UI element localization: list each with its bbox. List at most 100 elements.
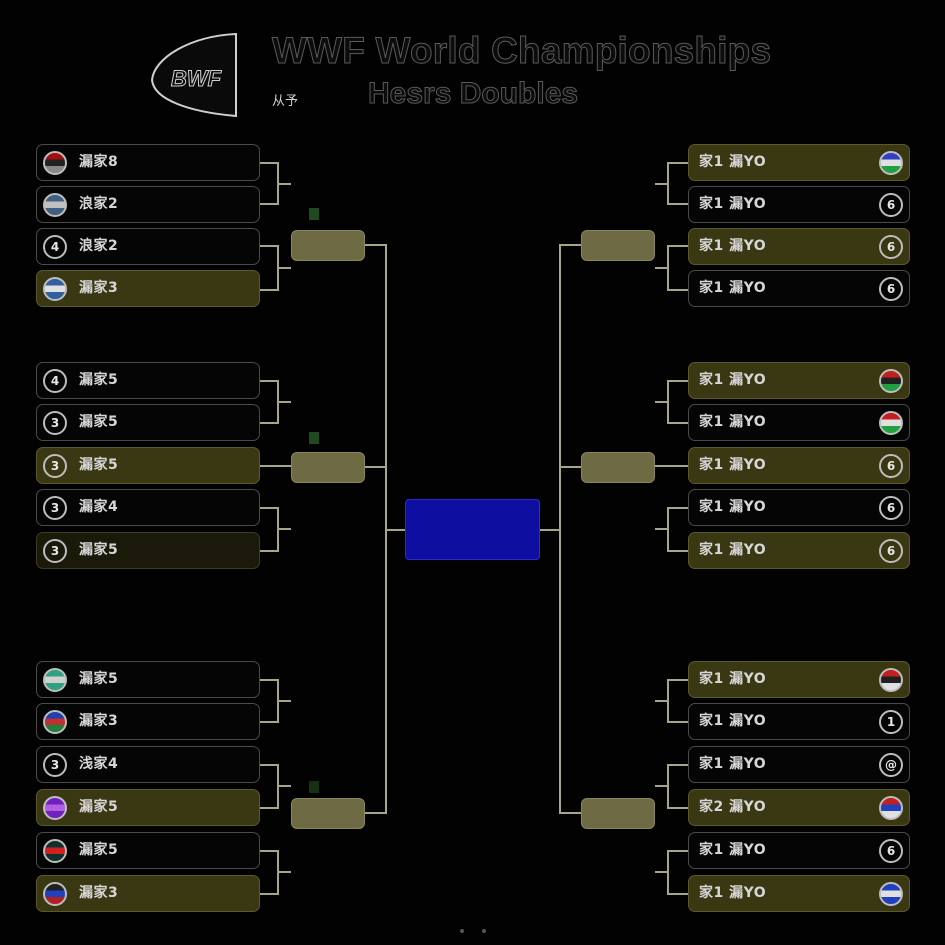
country-flag-icon bbox=[43, 277, 67, 301]
bracket-slot-right-3-4[interactable]: 家2 漏YO bbox=[688, 789, 910, 826]
bracket-slot-right-3-2[interactable]: 1 家1 漏YO bbox=[688, 703, 910, 740]
bracket-slot-right-2-3[interactable]: 6 家1 漏YO bbox=[688, 447, 910, 484]
player-name: 家1 漏YO bbox=[699, 238, 767, 254]
page-indicator bbox=[460, 929, 486, 933]
country-flag-icon bbox=[879, 151, 903, 175]
player-name: 家1 漏YO bbox=[699, 671, 767, 687]
player-name: 浪家2 bbox=[79, 238, 119, 254]
country-flag-icon bbox=[43, 839, 67, 863]
country-flag-icon bbox=[879, 882, 903, 906]
bracket-slot-right-1-1[interactable]: 家1 漏YO bbox=[688, 144, 910, 181]
bracket-slot-left-2-3[interactable]: 3 漏家5 bbox=[36, 447, 260, 484]
seed-number-icon: 6 bbox=[879, 839, 903, 863]
bracket-slot-left-1-1[interactable]: 漏家8 bbox=[36, 144, 260, 181]
player-name: 家1 漏YO bbox=[699, 414, 767, 430]
match-box-left-1[interactable] bbox=[291, 230, 365, 261]
seed-number-icon: 3 bbox=[43, 753, 67, 777]
seed-number-icon: 3 bbox=[43, 411, 67, 435]
match-box-left-3[interactable] bbox=[291, 798, 365, 829]
player-name: 家1 漏YO bbox=[699, 154, 767, 170]
bracket-slot-right-3-6[interactable]: 家1 漏YO bbox=[688, 875, 910, 912]
bracket-slot-right-2-2[interactable]: 家1 漏YO bbox=[688, 404, 910, 441]
seed-number-icon: 6 bbox=[879, 193, 903, 217]
seed-number-icon: 3 bbox=[43, 496, 67, 520]
bracket-slot-left-2-4[interactable]: 3 漏家4 bbox=[36, 489, 260, 526]
bracket-slot-left-3-5[interactable]: 漏家5 bbox=[36, 832, 260, 869]
player-name: 家1 漏YO bbox=[699, 457, 767, 473]
player-name: 家1 漏YO bbox=[699, 713, 767, 729]
player-name: 家1 漏YO bbox=[699, 542, 767, 558]
match-box-right-1[interactable] bbox=[581, 230, 655, 261]
player-name: 漏家5 bbox=[79, 542, 119, 558]
seed-number-icon: @ bbox=[879, 753, 903, 777]
bwf-logo: BWF bbox=[150, 32, 237, 118]
country-flag-icon bbox=[43, 796, 67, 820]
player-name: 家1 漏YO bbox=[699, 885, 767, 901]
match-box-right-3[interactable] bbox=[581, 798, 655, 829]
player-name: 漏家5 bbox=[79, 414, 119, 430]
player-name: 漏家5 bbox=[79, 671, 119, 687]
bracket-slot-left-1-3[interactable]: 4 浪家2 bbox=[36, 228, 260, 265]
player-name: 漏家4 bbox=[79, 499, 119, 515]
bracket-slot-left-1-4[interactable]: 漏家3 bbox=[36, 270, 260, 307]
player-name: 家1 漏YO bbox=[699, 842, 767, 858]
seed-number-icon: 6 bbox=[879, 235, 903, 259]
country-flag-icon bbox=[879, 796, 903, 820]
seed-number-icon: 6 bbox=[879, 454, 903, 478]
country-flag-icon bbox=[879, 668, 903, 692]
player-name: 家1 漏YO bbox=[699, 196, 767, 212]
progress-marker bbox=[309, 781, 319, 793]
bracket-slot-right-1-3[interactable]: 6 家1 漏YO bbox=[688, 228, 910, 265]
seed-number-icon: 6 bbox=[879, 539, 903, 563]
match-box-left-2[interactable] bbox=[291, 452, 365, 483]
bracket-slot-right-3-3[interactable]: @家1 漏YO bbox=[688, 746, 910, 783]
player-name: 漏家8 bbox=[79, 154, 119, 170]
seed-number-icon: 4 bbox=[43, 235, 67, 259]
bracket-slot-right-1-4[interactable]: 6 家1 漏YO bbox=[688, 270, 910, 307]
country-flag-icon bbox=[879, 411, 903, 435]
player-name: 家2 漏YO bbox=[699, 799, 767, 815]
country-flag-icon bbox=[43, 151, 67, 175]
bracket-slot-right-1-2[interactable]: 6 家1 漏YO bbox=[688, 186, 910, 223]
player-name: 浅家4 bbox=[79, 756, 119, 772]
bracket-slot-right-2-5[interactable]: 6 家1 漏YO bbox=[688, 532, 910, 569]
seed-number-icon: 6 bbox=[879, 496, 903, 520]
country-flag-icon bbox=[43, 193, 67, 217]
progress-marker bbox=[309, 432, 319, 444]
player-name: 家1 漏YO bbox=[699, 372, 767, 388]
bracket-slot-left-3-6[interactable]: 漏家3 bbox=[36, 875, 260, 912]
bracket-slot-left-3-2[interactable]: 漏家3 bbox=[36, 703, 260, 740]
bracket-slot-left-2-2[interactable]: 3 漏家5 bbox=[36, 404, 260, 441]
player-name: 漏家5 bbox=[79, 372, 119, 388]
bracket-slot-left-3-3[interactable]: 3 浅家4 bbox=[36, 746, 260, 783]
bracket-slot-right-3-5[interactable]: 6 家1 漏YO bbox=[688, 832, 910, 869]
country-flag-icon bbox=[43, 668, 67, 692]
bracket-slot-left-1-2[interactable]: 浪家2 bbox=[36, 186, 260, 223]
player-name: 漏家5 bbox=[79, 799, 119, 815]
country-flag-icon bbox=[879, 369, 903, 393]
bracket-slot-left-3-1[interactable]: 漏家5 bbox=[36, 661, 260, 698]
bracket-slot-left-2-1[interactable]: 4 漏家5 bbox=[36, 362, 260, 399]
final-match-box[interactable] bbox=[405, 499, 540, 560]
bracket-slot-right-2-1[interactable]: 家1 漏YO bbox=[688, 362, 910, 399]
player-name: 漏家5 bbox=[79, 842, 119, 858]
bracket-slot-right-3-1[interactable]: 家1 漏YO bbox=[688, 661, 910, 698]
page-subtitle: Hesrs Doubles bbox=[367, 77, 579, 111]
seed-number-icon: 3 bbox=[43, 454, 67, 478]
player-name: 漏家3 bbox=[79, 280, 119, 296]
bracket-slot-left-3-4[interactable]: 漏家5 bbox=[36, 789, 260, 826]
country-flag-icon bbox=[43, 710, 67, 734]
country-flag-icon bbox=[43, 882, 67, 906]
player-name: 漏家5 bbox=[79, 457, 119, 473]
seed-number-icon: 4 bbox=[43, 369, 67, 393]
page-title: WWF World Championships bbox=[271, 30, 772, 72]
seed-number-icon: 1 bbox=[879, 710, 903, 734]
match-box-right-2[interactable] bbox=[581, 452, 655, 483]
svg-text:BWF: BWF bbox=[171, 66, 222, 91]
player-name: 家1 漏YO bbox=[699, 280, 767, 296]
player-name: 漏家3 bbox=[79, 885, 119, 901]
seed-number-icon: 6 bbox=[879, 277, 903, 301]
